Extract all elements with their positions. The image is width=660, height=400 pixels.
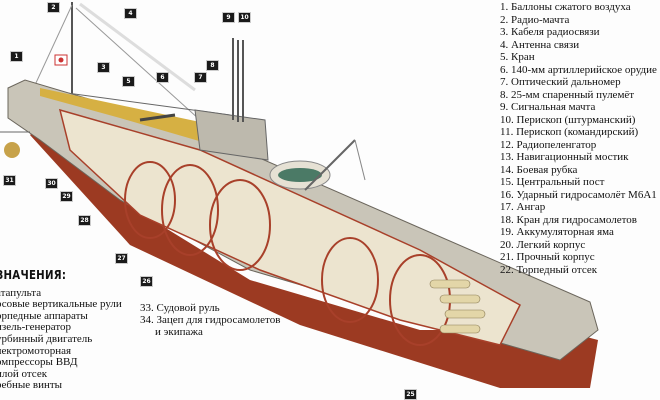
legend-item: лектромоторная xyxy=(0,344,72,357)
legend-item: 21. Прочный корпус xyxy=(500,251,595,263)
callout-10: 10 xyxy=(238,12,251,23)
conning-tower xyxy=(194,109,269,161)
legend-item: 11. Перископ (командирский) xyxy=(500,126,639,138)
callout-4: 4 xyxy=(124,8,137,19)
legend-item: орпедные аппараты xyxy=(0,309,88,322)
legend-item: 3. Кабеля радиосвязи xyxy=(500,26,600,38)
legend-item: ребные винты xyxy=(0,379,63,392)
legend-item: 5. Кран xyxy=(500,51,535,63)
callout-8: 8 xyxy=(206,60,219,71)
legend-item: 13. Навигационный мостик xyxy=(500,151,629,163)
legend-item: 15. Центральный пост xyxy=(500,176,605,188)
legend-item: 34. Зацеп для гидросамолетов xyxy=(140,314,281,326)
callout-5: 5 xyxy=(122,76,135,87)
legend-item: 4. Антенна связи xyxy=(500,38,580,51)
legend-item: изель-генератор xyxy=(0,321,72,334)
crane xyxy=(304,139,356,191)
legend-item: 19. Аккумуляторная яма xyxy=(500,226,614,238)
callout-31: 31 xyxy=(3,175,16,186)
legend-item: 8. 25-мм спаренный пулемёт xyxy=(500,88,635,101)
callout-28: 28 xyxy=(78,215,91,226)
callout-29: 29 xyxy=(60,191,73,202)
legend-item: 17. Ангар xyxy=(500,201,546,213)
legend-item: 2. Радио-мачта xyxy=(500,13,570,26)
legend-item: урбинный двигатель xyxy=(0,332,93,345)
callout-2: 2 xyxy=(47,2,60,13)
hull-keel xyxy=(30,120,598,388)
callout-7: 7 xyxy=(194,72,207,83)
legend-item: 7. Оптический дальномер xyxy=(500,76,621,88)
propeller xyxy=(4,142,20,158)
legend-middle: 33. Судовой руль 34. Зацеп для гидросамо… xyxy=(140,302,280,338)
callout-6: 6 xyxy=(156,72,169,83)
legend-item-continuation: и экипажа xyxy=(155,326,203,338)
legend-item: илой отсек xyxy=(0,367,48,380)
seaplane-m6a1 xyxy=(278,168,322,182)
legend-item: 1. Баллоны сжатого воздуха xyxy=(500,1,631,13)
legend-item: 12. Радиопеленгатор xyxy=(500,138,597,151)
legend-item: омпрессоры ВВД xyxy=(0,356,78,369)
callout-26: 26 xyxy=(140,276,153,287)
legend-item: атапульта xyxy=(0,286,42,299)
deck-gun xyxy=(139,113,176,122)
callout-1: 1 xyxy=(10,51,23,62)
callout-27: 27 xyxy=(115,253,128,264)
torpedoes xyxy=(429,279,486,334)
legend-item: 14. Боевая рубка xyxy=(500,163,578,176)
callout-25: 25 xyxy=(404,389,417,400)
legend-heading: ЗНАЧЕНИЯ: xyxy=(0,268,67,282)
callout-9: 9 xyxy=(222,12,235,23)
legend-left: ЗНАЧЕНИЯ: атапульта осовые вертикальные … xyxy=(0,268,122,392)
legend-item: 9. Сигнальная мачта xyxy=(500,101,596,113)
legend-item: осовые вертикальные рули xyxy=(0,298,122,311)
periscopes xyxy=(232,38,244,122)
legend-item: 33. Судовой руль xyxy=(140,302,220,314)
legend-item: 18. Кран для гидросамолетов xyxy=(500,213,637,226)
legend-item: 6. 140-мм артиллерийское орудие xyxy=(500,63,657,76)
legend-item: 20. Легкий корпус xyxy=(500,238,586,251)
legend-right: 1. Баллоны сжатого воздуха 2. Радио-мачт… xyxy=(500,1,657,276)
callout-30: 30 xyxy=(45,178,58,189)
legend-item: 10. Перископ (штурманский) xyxy=(500,113,636,126)
legend-item: 22. Торпедный отсек xyxy=(500,263,598,276)
legend-item: 16. Ударный гидросамолёт M6A1 xyxy=(500,188,657,201)
callout-3: 3 xyxy=(97,62,110,73)
